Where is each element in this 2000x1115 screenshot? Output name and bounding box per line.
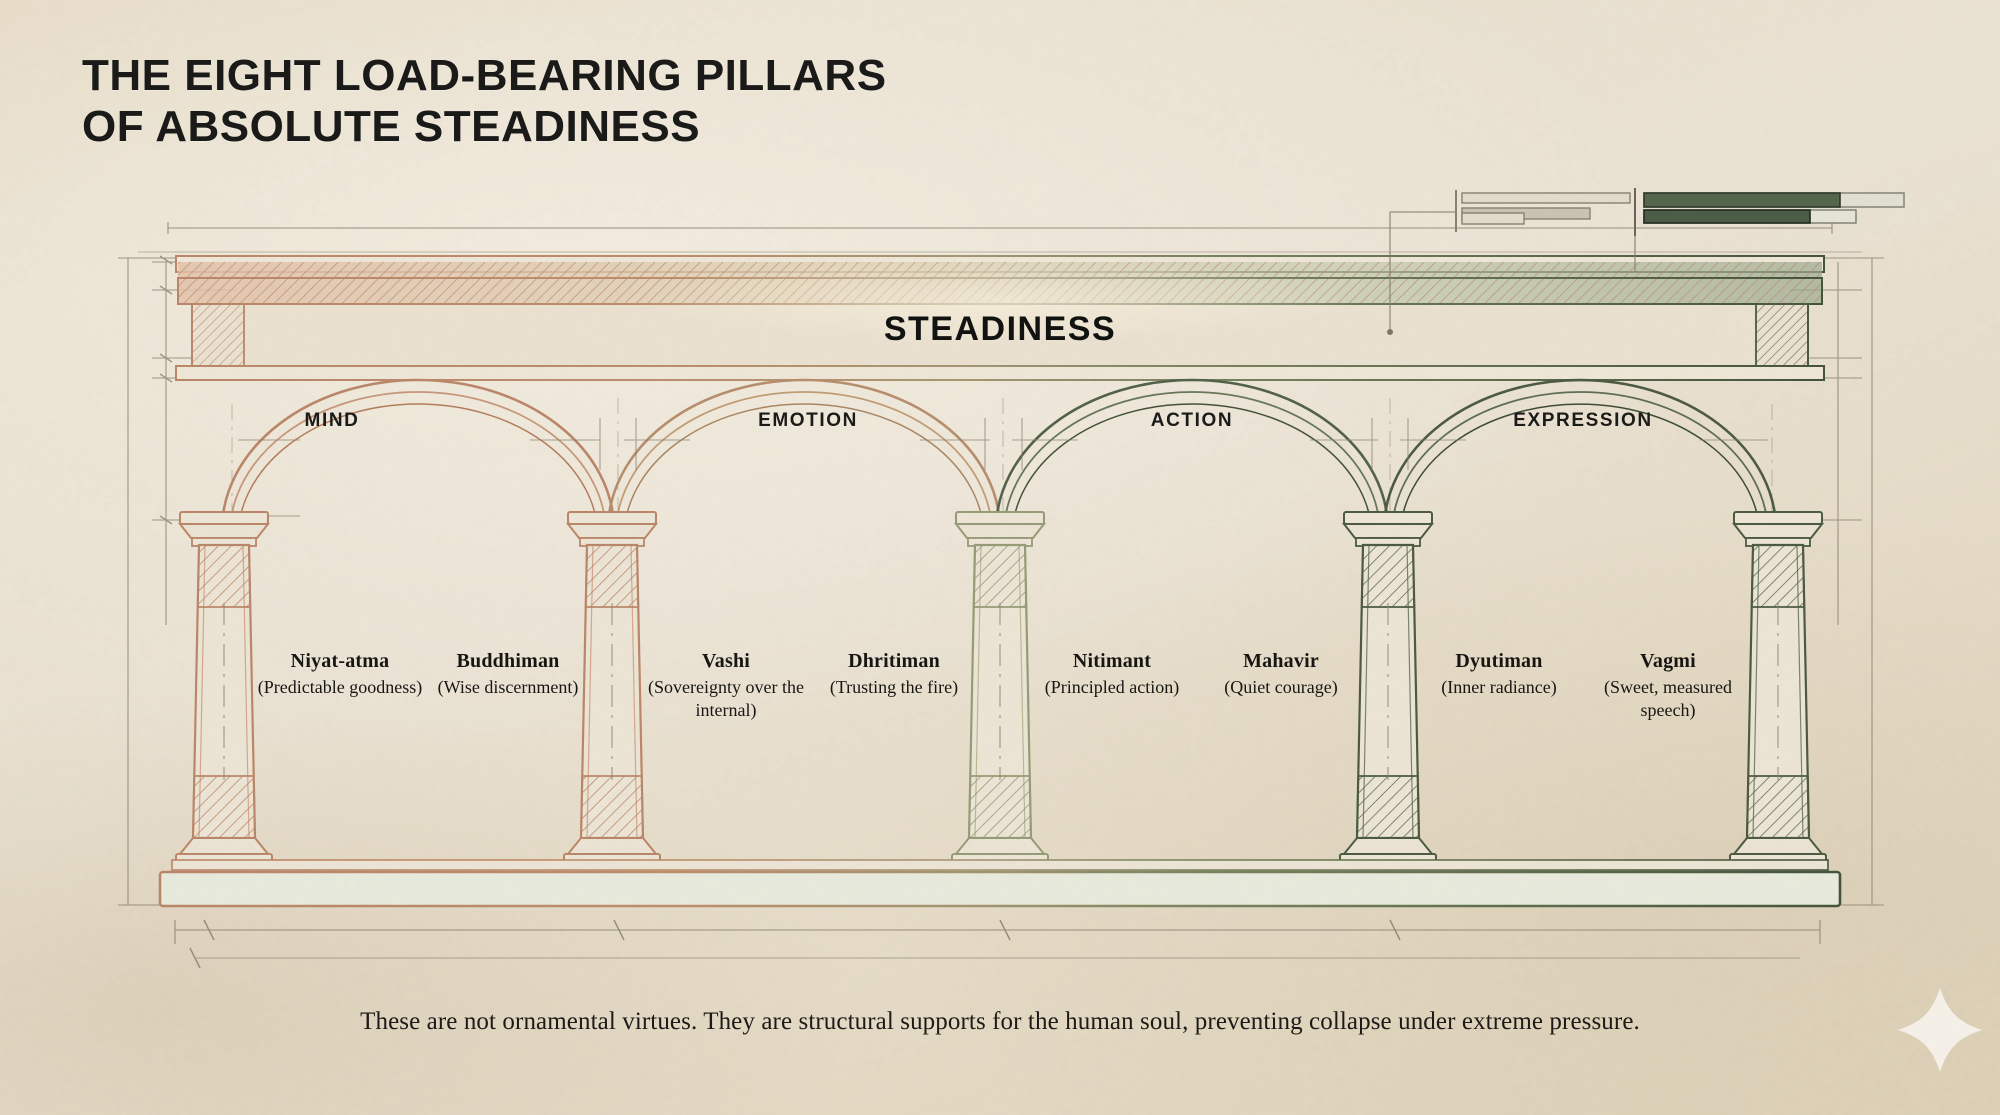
entablature-label: STEADINESS bbox=[0, 310, 2000, 349]
stylobate bbox=[160, 860, 1840, 906]
pillar-name: Dhritiman bbox=[810, 648, 978, 674]
pillar-name: Buddhiman bbox=[424, 648, 592, 674]
arch-expression bbox=[1384, 380, 1776, 538]
pillar-gloss: (Wise discernment) bbox=[424, 676, 592, 699]
legend-bar-outline bbox=[1456, 190, 1630, 232]
pillar-name: Niyat-atma bbox=[256, 648, 424, 674]
legend-bar-filled bbox=[1635, 188, 1904, 236]
pillar-label-vashi: Vashi(Sovereignty over the internal) bbox=[642, 648, 810, 723]
pillar-gloss: (Predictable goodness) bbox=[256, 676, 424, 699]
pillar-name: Mahavir bbox=[1197, 648, 1365, 674]
pillar-name: Dyutiman bbox=[1415, 648, 1583, 674]
group-label-action: ACTION bbox=[1062, 410, 1322, 432]
pillar-name: Vashi bbox=[642, 648, 810, 674]
group-label-emotion: EMOTION bbox=[678, 410, 938, 432]
arch-mind bbox=[222, 380, 614, 538]
pillar-gloss: (Principled action) bbox=[1028, 676, 1196, 699]
pillar-label-buddhiman: Buddhiman(Wise discernment) bbox=[424, 648, 592, 699]
arch-emotion bbox=[608, 380, 1000, 538]
arch-action bbox=[996, 380, 1388, 538]
pillar-gloss: (Trusting the fire) bbox=[810, 676, 978, 699]
pillar-gloss: (Sweet, measured speech) bbox=[1584, 676, 1752, 723]
pillar-name: Vagmi bbox=[1584, 648, 1752, 674]
pillar-gloss: (Sovereignty over the internal) bbox=[642, 676, 810, 723]
pillar-label-vagmi: Vagmi(Sweet, measured speech) bbox=[1584, 648, 1752, 723]
pillar-label-niyat-atma: Niyat-atma(Predictable goodness) bbox=[256, 648, 424, 699]
arch-dimension-ticks bbox=[238, 418, 1822, 516]
dimension-lines-top bbox=[138, 222, 1862, 252]
footer-caption: These are not ornamental virtues. They a… bbox=[0, 1008, 2000, 1036]
group-label-expression: EXPRESSION bbox=[1453, 410, 1713, 432]
pillar-label-nitimant: Nitimant(Principled action) bbox=[1028, 648, 1196, 699]
pillar-label-mahavir: Mahavir(Quiet courage) bbox=[1197, 648, 1365, 699]
pillar-label-dyutiman: Dyutiman(Inner radiance) bbox=[1415, 648, 1583, 699]
pillar-name: Nitimant bbox=[1028, 648, 1196, 674]
pillar-gloss: (Quiet courage) bbox=[1197, 676, 1365, 699]
pillar-label-dhritiman: Dhritiman(Trusting the fire) bbox=[810, 648, 978, 699]
pillar-gloss: (Inner radiance) bbox=[1415, 676, 1583, 699]
group-label-mind: MIND bbox=[202, 410, 462, 432]
dimension-lines-bottom bbox=[175, 920, 1820, 968]
